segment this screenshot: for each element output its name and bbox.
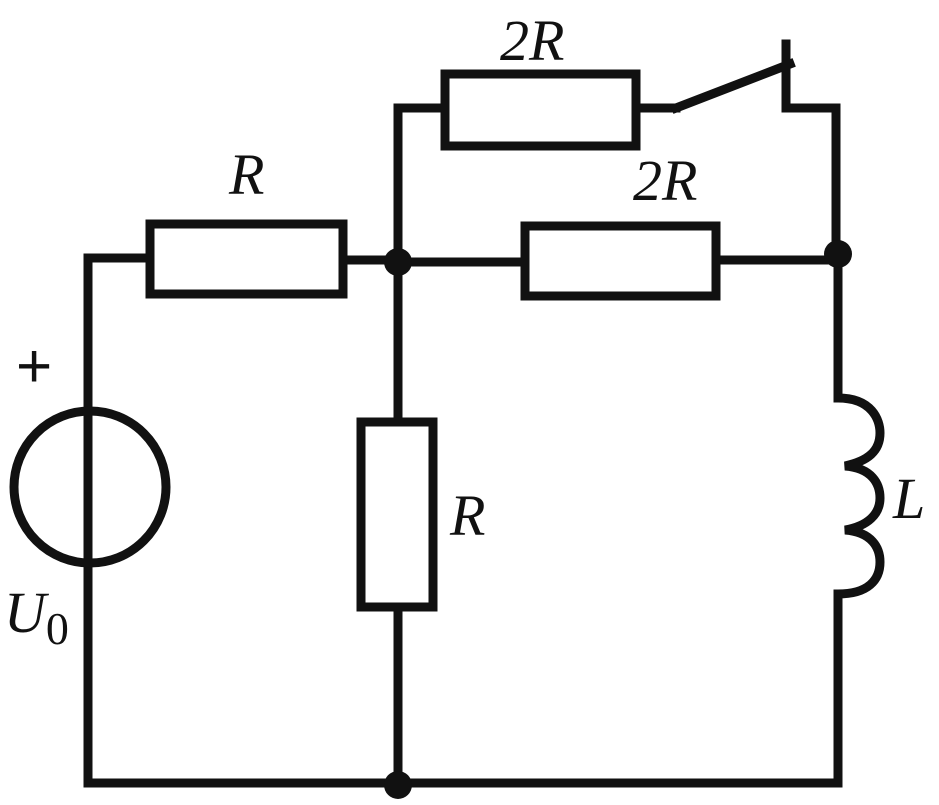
switch-blade — [670, 58, 796, 114]
label-resistor-R-vertical: R — [450, 483, 486, 548]
top-branch-wire-left — [393, 103, 450, 267]
node-bottom — [384, 771, 412, 799]
label-inductor-L: L — [893, 466, 926, 531]
resistor-R-vertical — [356, 417, 438, 612]
switch-contact-wire — [781, 39, 841, 263]
label-source-letter: U — [4, 580, 46, 645]
label-source-U0: U0 — [4, 584, 69, 652]
voltage-source-U0 — [9, 406, 171, 568]
label-resistor-2R-middle: 2R — [633, 148, 698, 213]
label-source-subscript: 0 — [45, 603, 69, 654]
polarity-plus-sign: + — [16, 332, 53, 401]
left-wire — [83, 253, 155, 783]
resistor-R-left — [145, 219, 348, 299]
node-center — [384, 248, 412, 276]
resistor-2R-top — [440, 69, 641, 151]
label-resistor-R-left: R — [229, 142, 265, 207]
label-resistor-2R-top: 2R — [500, 8, 565, 73]
resistor-2R-middle — [520, 221, 721, 301]
inductor-L — [833, 393, 885, 599]
node-right — [824, 240, 852, 268]
